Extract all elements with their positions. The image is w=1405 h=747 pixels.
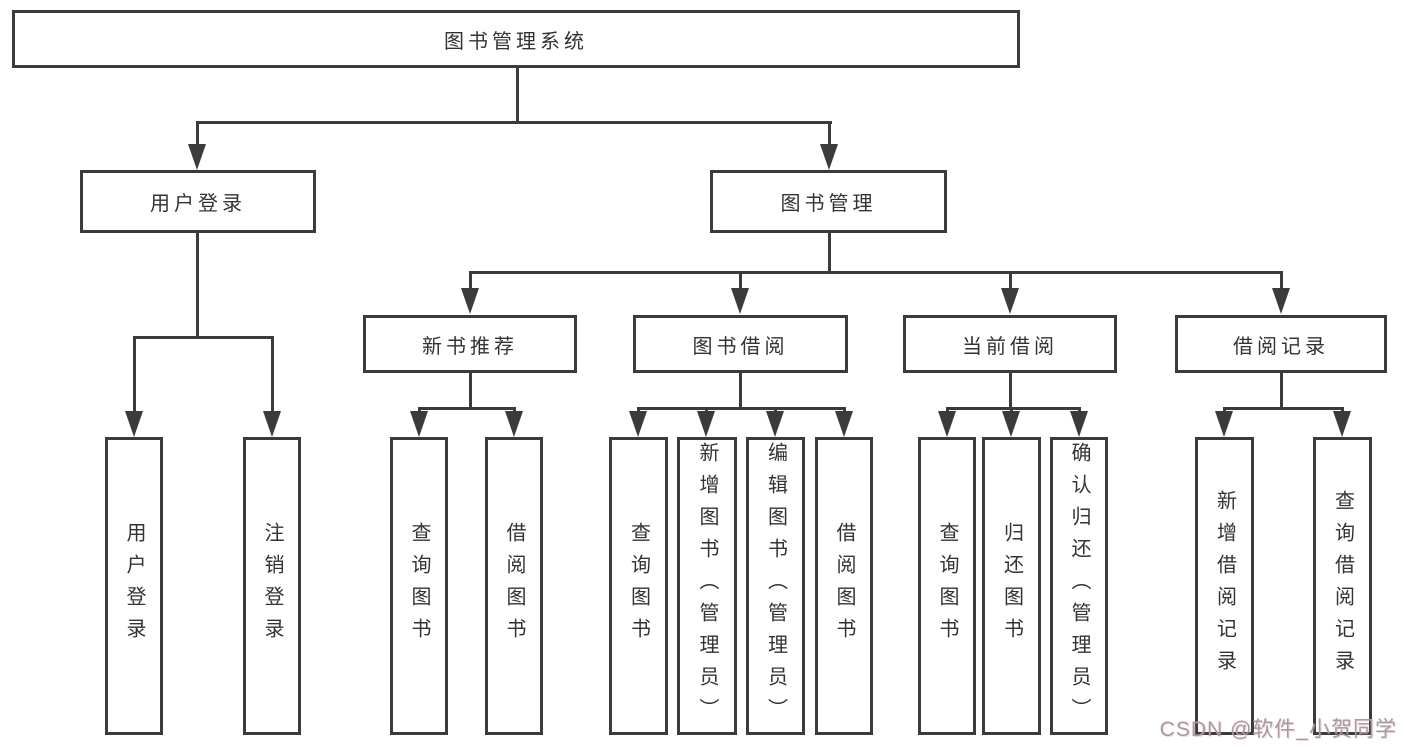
arrowhead-down-icon bbox=[188, 144, 206, 170]
node-label: 查询图书 bbox=[627, 522, 650, 650]
node-label: 查询借阅记录 bbox=[1331, 490, 1354, 682]
arrowhead-down-icon bbox=[1333, 411, 1351, 437]
arrowhead-down-icon bbox=[1272, 288, 1290, 314]
node-leaf-return-book: 归还图书 bbox=[982, 437, 1041, 735]
node-leaf-query-book-2: 查询图书 bbox=[609, 437, 668, 735]
node-leaf-add-borrow-record: 新增借阅记录 bbox=[1195, 437, 1254, 735]
arrowhead-down-icon bbox=[1002, 411, 1020, 437]
node-label: 用户登录 bbox=[123, 522, 145, 650]
connector-line bbox=[738, 372, 742, 408]
node-label: 查询图书 bbox=[936, 522, 958, 650]
arrowhead-down-icon bbox=[835, 411, 853, 437]
node-label: 查询图书 bbox=[408, 522, 430, 650]
arrowhead-down-icon bbox=[766, 411, 784, 437]
arrowhead-down-icon bbox=[820, 144, 838, 170]
connector-line bbox=[1222, 408, 1226, 412]
node-label: 确认归还（管理员） bbox=[1068, 442, 1090, 730]
connector-line bbox=[195, 232, 199, 338]
connector-line bbox=[132, 337, 136, 412]
node-label: 当前借阅 bbox=[962, 335, 1058, 358]
node-leaf-borrow-book-2: 借阅图书 bbox=[815, 437, 873, 735]
connector-line bbox=[468, 372, 472, 408]
node-label: 归还图书 bbox=[1000, 522, 1023, 650]
arrowhead-down-icon bbox=[1001, 288, 1019, 314]
connector-line bbox=[468, 270, 1283, 274]
connector-line bbox=[945, 408, 949, 412]
node-leaf-query-borrow-record: 查询借阅记录 bbox=[1313, 437, 1372, 735]
connector-line bbox=[945, 406, 1081, 410]
connector-line bbox=[512, 408, 516, 412]
connector-line bbox=[1077, 408, 1081, 412]
connector-line bbox=[704, 408, 708, 412]
connector-line bbox=[1222, 406, 1344, 410]
node-current-borrow: 当前借阅 bbox=[903, 315, 1117, 373]
csdn-watermark: CSDN @软件_小贺同学 bbox=[1159, 718, 1397, 741]
connector-line bbox=[1009, 408, 1013, 412]
node-label: 图书管理系统 bbox=[444, 30, 588, 53]
node-label: 新书推荐 bbox=[422, 335, 518, 358]
node-book-borrow: 图书借阅 bbox=[633, 315, 848, 373]
node-leaf-query-book-1: 查询图书 bbox=[390, 437, 448, 735]
node-new-book-recommend: 新书推荐 bbox=[363, 315, 577, 373]
connector-line bbox=[636, 406, 846, 410]
arrowhead-down-icon bbox=[125, 411, 143, 437]
arrowhead-down-icon bbox=[410, 411, 428, 437]
node-leaf-query-book-3: 查询图书 bbox=[918, 437, 976, 735]
connector-line bbox=[515, 67, 519, 122]
connector-line bbox=[1279, 272, 1283, 289]
node-label: 图书借阅 bbox=[692, 335, 789, 358]
node-label: 图书管理 bbox=[780, 193, 877, 215]
connector-line bbox=[827, 232, 831, 273]
arrowhead-down-icon bbox=[697, 411, 715, 437]
node-leaf-confirm-return-admin: 确认归还（管理员） bbox=[1050, 437, 1108, 735]
node-leaf-logout: 注销登录 bbox=[243, 437, 301, 735]
connector-line bbox=[738, 272, 742, 289]
connector-line bbox=[417, 408, 421, 412]
connector-line bbox=[827, 122, 831, 145]
arrowhead-down-icon bbox=[629, 411, 647, 437]
node-borrow-record: 借阅记录 bbox=[1175, 315, 1387, 373]
connector-line bbox=[195, 120, 832, 124]
node-label: 编辑图书（管理员） bbox=[764, 442, 787, 730]
connector-line bbox=[132, 335, 274, 339]
node-label: 注销登录 bbox=[261, 522, 283, 650]
connector-line bbox=[1008, 372, 1012, 408]
connector-line bbox=[195, 122, 199, 145]
node-leaf-user-login: 用户登录 bbox=[105, 437, 163, 735]
node-book-management: 图书管理 bbox=[710, 170, 947, 233]
connector-line bbox=[1279, 372, 1283, 408]
node-label: 用户登录 bbox=[150, 193, 246, 215]
connector-line bbox=[1008, 272, 1012, 289]
node-label: 新增图书（管理员） bbox=[696, 442, 718, 730]
node-root: 图书管理系统 bbox=[12, 10, 1020, 68]
arrowhead-down-icon bbox=[1215, 411, 1233, 437]
arrowhead-down-icon bbox=[263, 411, 281, 437]
connector-line bbox=[636, 408, 640, 412]
node-leaf-edit-book-admin: 编辑图书（管理员） bbox=[746, 437, 805, 735]
connector-line bbox=[773, 408, 777, 412]
node-label: 借阅图书 bbox=[503, 522, 525, 650]
arrowhead-down-icon bbox=[731, 288, 749, 314]
arrowhead-down-icon bbox=[1070, 411, 1088, 437]
node-label: 新增借阅记录 bbox=[1213, 490, 1236, 682]
node-label: 借阅记录 bbox=[1233, 335, 1329, 358]
connector-line bbox=[1340, 408, 1344, 412]
node-user-login: 用户登录 bbox=[80, 170, 316, 233]
arrowhead-down-icon bbox=[461, 288, 479, 314]
connector-line bbox=[842, 408, 846, 412]
node-label: 借阅图书 bbox=[833, 522, 855, 650]
arrowhead-down-icon bbox=[938, 411, 956, 437]
connector-line bbox=[417, 406, 516, 410]
connector-line bbox=[270, 337, 274, 412]
connector-line bbox=[468, 272, 472, 289]
arrowhead-down-icon bbox=[505, 411, 523, 437]
node-leaf-borrow-book-1: 借阅图书 bbox=[485, 437, 543, 735]
node-leaf-add-book-admin: 新增图书（管理员） bbox=[677, 437, 737, 735]
